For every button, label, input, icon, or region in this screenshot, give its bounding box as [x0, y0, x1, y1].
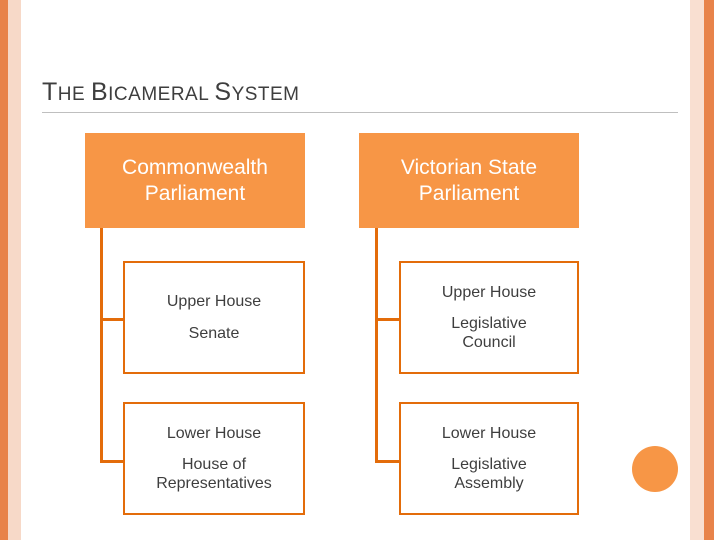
connector-vertical-col1	[100, 228, 103, 463]
connector-branch-col1-lower	[100, 460, 138, 463]
title-divider	[42, 112, 678, 113]
node-name-line-2: Assembly	[454, 475, 524, 493]
connector-branch-col1-upper	[100, 318, 138, 321]
node-label: Upper House	[441, 283, 537, 301]
connector-vertical-col2	[375, 228, 378, 463]
node-name: Senate	[188, 324, 240, 342]
header-box-victorian[interactable]: Victorian State Parliament	[359, 133, 579, 228]
right-accent-bar	[704, 0, 714, 540]
connector-branch-col2-upper	[375, 318, 400, 321]
page-title: THE BICAMERAL SYSTEM	[42, 78, 300, 107]
header-line-2: Parliament	[418, 181, 520, 205]
node-name-line-1: Legislative	[451, 455, 527, 473]
right-white-edge	[714, 0, 720, 540]
node-label: Lower House	[166, 424, 262, 442]
decorative-circle	[632, 446, 678, 492]
left-accent-bar	[0, 0, 8, 540]
header-line-1: Commonwealth	[122, 156, 268, 180]
title-part-3: B	[90, 78, 109, 106]
title-part-6: YSTEM	[231, 84, 300, 105]
node-box-commonwealth-lower[interactable]: Lower House House of Representatives	[123, 402, 305, 515]
node-box-victorian-lower[interactable]: Lower House Legislative Assembly	[399, 402, 579, 515]
connector-branch-col2-lower	[375, 460, 400, 463]
title-part-2: HE	[57, 84, 91, 105]
node-name-line-1: Legislative	[451, 314, 527, 332]
right-pale-bar	[690, 0, 704, 540]
header-line-2: Parliament	[144, 181, 246, 205]
title-part-5: S	[214, 78, 232, 106]
node-name-line-1: House of	[181, 455, 247, 473]
node-box-victorian-upper[interactable]: Upper House Legislative Council	[399, 261, 579, 374]
node-label: Upper House	[166, 293, 262, 311]
node-box-commonwealth-upper[interactable]: Upper House Senate	[123, 261, 305, 374]
header-box-commonwealth[interactable]: Commonwealth Parliament	[85, 133, 305, 228]
node-label: Lower House	[441, 424, 537, 442]
left-pale-bar	[8, 0, 21, 540]
node-name-line-2: Council	[462, 334, 516, 352]
title-part-1: T	[42, 78, 58, 106]
title-part-4: ICAMERAL	[108, 84, 215, 105]
header-line-1: Victorian State	[400, 156, 538, 180]
node-name-line-2: Representatives	[156, 475, 272, 493]
